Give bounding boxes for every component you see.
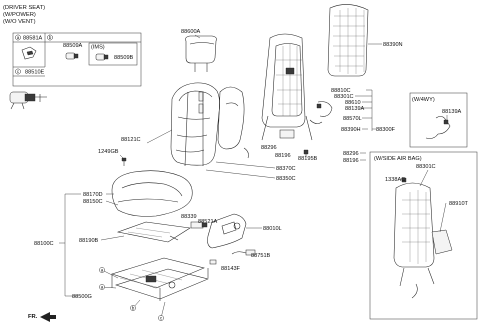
label-1338AC: 1338AC [385, 177, 405, 183]
label-88301C-b: 88301C [416, 164, 436, 170]
label-88610: 88610 [345, 100, 361, 106]
ims-subbox [88, 42, 138, 66]
legend-b-circle [47, 34, 53, 41]
legend-b-part1: 88509A [63, 43, 83, 49]
label-1249GB: 1249GB [98, 149, 119, 155]
label-88139A-b: 88139A [442, 109, 462, 115]
headrest-guide-part [198, 91, 204, 114]
label-88195B: 88195B [298, 156, 318, 162]
inset-airbag-box [369, 151, 478, 320]
switch-part-icon [65, 52, 109, 61]
label-88390H: 88390H [341, 127, 361, 133]
label-88196-b: 88196 [343, 158, 359, 164]
ims-title: (IMS) [91, 45, 105, 51]
callout-a-circle [99, 267, 105, 273]
label-88100C: 88100C [34, 241, 54, 247]
label-88350C: 88350C [276, 176, 296, 182]
seat-track-part [111, 257, 209, 301]
harness-part [209, 249, 256, 265]
label-88121C: 88121C [121, 137, 141, 143]
label-88143F: 88143F [221, 266, 241, 272]
legend-c-circle [15, 68, 21, 75]
callout-a2-letter: a [101, 285, 104, 290]
label-88521A: 88521A [198, 219, 218, 225]
header-driver-seat: (DRIVER SEAT) [3, 5, 45, 11]
label-88570L: 88570L [343, 116, 362, 122]
inset-4way-box [409, 92, 468, 148]
bolt-part [121, 157, 127, 166]
header-power: (W/POWER) [3, 12, 36, 18]
legend-a-part: 88581A [23, 36, 43, 42]
legend-b-part2: 88509B [114, 55, 134, 61]
clip-part-icon [21, 46, 37, 60]
legend-a-letter: a [17, 35, 20, 40]
cushion-cover-part [111, 170, 193, 217]
label-88301C-a: 88301C [334, 94, 354, 100]
back-frame-part [261, 33, 313, 141]
label-88339: 88339 [181, 214, 197, 220]
legend-b-letter: b [49, 35, 52, 40]
callout-a2-circle [99, 284, 105, 290]
legend-c-part: 88510E [25, 70, 45, 76]
label-88190B: 88190B [79, 238, 99, 244]
label-88150C: 88150C [83, 199, 103, 205]
label-88296-a: 88296 [261, 145, 277, 151]
label-88139A-a: 88139A [345, 106, 365, 112]
inset-4way-title: (W/4WY) [412, 97, 435, 103]
motor-part [9, 91, 47, 110]
callout-b-letter: b [132, 306, 135, 311]
callout-c-circle [158, 315, 164, 321]
legend-box: a 88581A b 88509A (IMS) 88509B c 88510E [12, 32, 142, 87]
inset-airbag-title: (W/SIDE AIR BAG) [374, 156, 422, 162]
label-88010L: 88010L [263, 226, 282, 232]
headrest-part [185, 35, 217, 72]
front-label: FR. [28, 314, 38, 320]
back-board-part [327, 4, 369, 77]
label-88810C: 88810C [331, 88, 351, 94]
back-cover-part [170, 82, 220, 167]
label-88910T: 88910T [449, 201, 469, 207]
label-88751B: 88751B [251, 253, 271, 259]
switch-knob-part [190, 221, 208, 229]
label-88600A: 88600A [181, 29, 201, 35]
front-arrow-icon [40, 312, 56, 322]
screw-part [303, 149, 309, 157]
label-88370C: 88370C [276, 166, 296, 172]
lumbar-part [309, 101, 333, 124]
back-pad-part [217, 86, 249, 159]
legend-a-circle [15, 34, 21, 41]
cushion-pan-part [116, 221, 191, 243]
legend-c-letter: c [17, 69, 20, 74]
label-88296-b: 88296 [343, 151, 359, 157]
callout-a-letter: a [101, 268, 104, 273]
label-88300F: 88300F [376, 127, 396, 133]
label-88196-a: 88196 [275, 153, 291, 159]
callout-b-circle [130, 305, 136, 311]
header-vent: (W/O VENT) [3, 19, 36, 25]
label-88170D: 88170D [83, 192, 103, 198]
label-88500G: 88500G [72, 294, 92, 300]
callout-c-letter: c [160, 316, 163, 321]
label-88390N: 88390N [383, 42, 403, 48]
side-shield-part [207, 213, 247, 249]
